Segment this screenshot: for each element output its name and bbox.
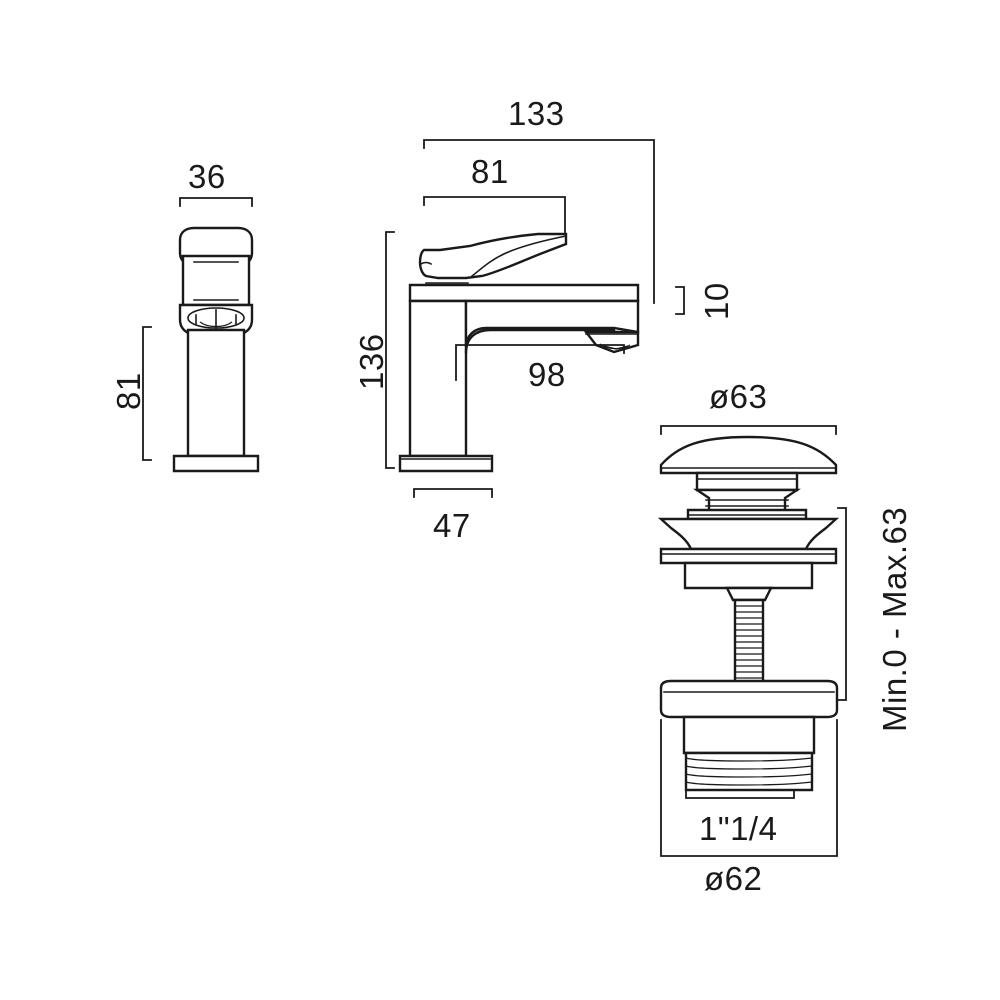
side-view-geometry bbox=[172, 226, 260, 473]
dim-label-81-front: 81 bbox=[471, 153, 509, 190]
rod-thread-hatching bbox=[735, 605, 763, 685]
dim-98-leader bbox=[455, 344, 625, 381]
dim-136-leader bbox=[385, 231, 395, 469]
dim-10-leader bbox=[675, 286, 685, 315]
dim-label-136: 136 bbox=[353, 333, 390, 390]
dim-minmax-leader bbox=[837, 507, 847, 701]
dim-label-thread: 1"1/4 bbox=[699, 810, 778, 847]
dim-dia63-leader bbox=[660, 425, 837, 435]
waste-thread-hatching bbox=[685, 757, 813, 786]
dim-81-front-leader bbox=[423, 196, 566, 233]
dim-label-133: 133 bbox=[508, 95, 565, 132]
dim-label-47: 47 bbox=[433, 507, 471, 544]
waste-view-geometry bbox=[657, 435, 840, 792]
front-view-geometry bbox=[398, 232, 640, 473]
dim-label-minmax: Min.0 - Max.63 bbox=[876, 506, 913, 732]
dim-47-leader bbox=[413, 488, 493, 498]
dim-thread-leader bbox=[685, 789, 795, 799]
dim-label-dia62: ø62 bbox=[704, 860, 763, 897]
dim-label-36: 36 bbox=[188, 158, 226, 195]
dim-dia62-leader bbox=[660, 719, 838, 857]
dim-133-leader bbox=[423, 139, 655, 304]
dim-label-10: 10 bbox=[698, 282, 735, 320]
dim-label-81-side: 81 bbox=[110, 372, 147, 410]
dim-36-leader bbox=[179, 197, 253, 207]
dim-label-dia63: ø63 bbox=[709, 378, 768, 415]
dim-label-98: 98 bbox=[528, 356, 566, 393]
dim-81-side-leader bbox=[142, 326, 152, 461]
